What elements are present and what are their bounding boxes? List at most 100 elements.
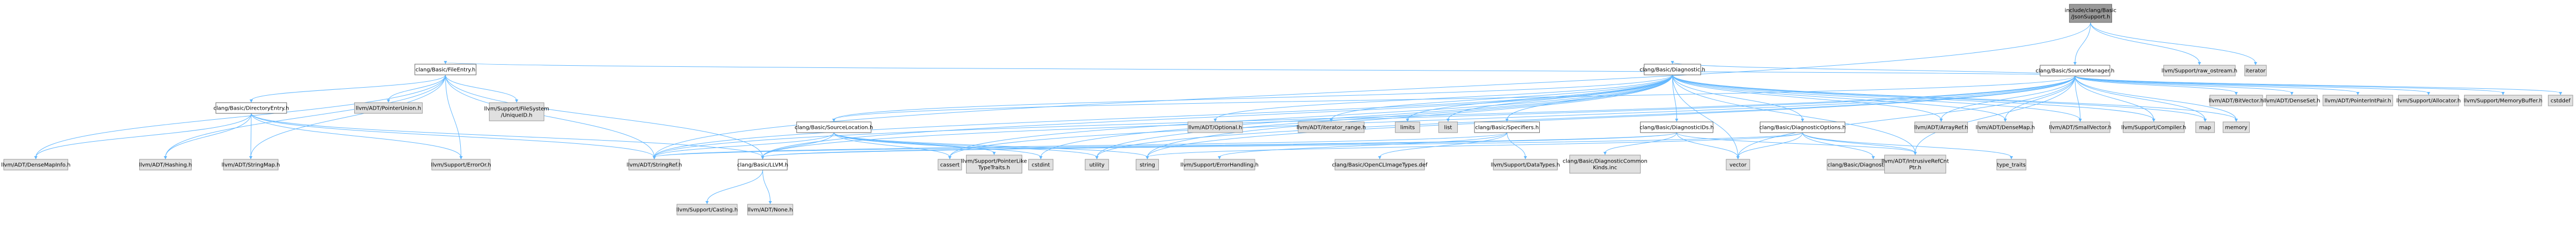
- edge-srcloc-to-stringref: [654, 132, 834, 158]
- node-label-root: include/clang/Basic: [2065, 8, 2117, 14]
- node-llvmh[interactable]: clang/Basic/LLVM.h: [737, 159, 788, 171]
- node-label-openclimage: clang/Basic/OpenCLImageTypes.def: [1332, 163, 1428, 168]
- edge-fileentry-to-llvmh: [445, 74, 763, 158]
- edge-arrowhead-srcloc-to-cstdint: [1039, 156, 1043, 159]
- node-uniqueid: llvm/Support/FileSystem/UniqueID.h: [484, 102, 550, 121]
- node-label-ptrliketraits: llvm/Support/PointerLike: [961, 159, 1027, 165]
- node-label-iterrange: llvm/ADT/iterator_range.h: [1297, 125, 1366, 131]
- node-label-cstdint: cstdint: [1032, 163, 1050, 168]
- edge-arrowhead-diagopts-to-intrusive: [1913, 152, 1917, 155]
- edge-diag-to-arrayref: [1672, 74, 1942, 120]
- edge-llvmh-to-casting: [707, 169, 763, 203]
- edge-specifiers-to-stringref: [654, 132, 1508, 158]
- node-label-diagoptsdef: clang/Basic/DiagnosticOptions.def: [1828, 163, 1919, 168]
- node-label-diag: clang/Basic/Diagnostic.h: [1639, 67, 1705, 73]
- node-label-densemapinfo: llvm/ADT/DenseMapInfo.h: [1, 163, 71, 168]
- edge-diagopts-to-llvmh: [762, 132, 1803, 158]
- edge-srcmgr-to-llvmh: [762, 75, 2076, 158]
- node-casting: llvm/Support/Casting.h: [676, 204, 738, 215]
- edge-diagopts-to-vector: [1738, 132, 1803, 158]
- node-box-diagcommon: [1569, 155, 1641, 174]
- node-box-arrayref: [1914, 121, 1968, 133]
- edge-diagids-to-intrusive: [1676, 132, 1916, 153]
- node-label-root: /JsonSupport.h: [2071, 14, 2110, 20]
- node-box-iterrange: [1298, 121, 1365, 133]
- node-box-limits: [1395, 121, 1420, 133]
- node-hashing: llvm/ADT/Hashing.h: [139, 159, 192, 171]
- edge-direntry-to-hashing: [165, 113, 252, 158]
- edge-direntry-to-llvmh: [251, 113, 763, 158]
- edge-arrowhead-srcmgr-to-allocator: [2427, 92, 2430, 95]
- node-label-uniqueid: llvm/Support/FileSystem: [484, 106, 550, 112]
- node-label-cstddef: cstddef: [2551, 98, 2571, 104]
- node-box-densemapinfo: [3, 159, 69, 171]
- node-label-bitvector: llvm/ADT/BitVector.h: [2208, 98, 2264, 104]
- node-box-diagopts: [1759, 121, 1846, 133]
- node-label-stringref: llvm/ADT/StringRef.h: [626, 163, 682, 168]
- edge-arrowhead-root-to-iterator: [2253, 62, 2257, 65]
- node-label-membuf: llvm/Support/MemoryBuffer.h: [2463, 98, 2542, 104]
- node-label-typetraits: type_traits: [1997, 163, 2025, 168]
- node-box-rawos: [2163, 65, 2236, 76]
- node-label-uniqueid: /UniqueID.h: [501, 113, 533, 119]
- node-srcmgr[interactable]: clang/Basic/SourceManager.h: [2035, 65, 2114, 76]
- node-label-none: llvm/ADT/None.h: [747, 207, 792, 213]
- edge-arrowhead-diag-to-srcloc: [832, 119, 836, 122]
- edge-direntry-to-erroror: [251, 113, 461, 158]
- edge-srcmgr-to-diag: [1672, 61, 2076, 76]
- node-box-none: [747, 204, 793, 215]
- node-label-specifiers: clang/Basic/Specifiers.h: [1475, 125, 1539, 131]
- edge-specifiers-to-errhandling: [1219, 132, 1508, 158]
- edge-arrowhead-fileentry-to-ptrunion: [386, 99, 390, 103]
- edge-arrowhead-srcmgr-to-fileentry: [444, 61, 447, 64]
- node-srcloc[interactable]: clang/Basic/SourceLocation.h: [795, 121, 873, 133]
- node-diagopts[interactable]: clang/Basic/DiagnosticOptions.h: [1759, 121, 1846, 133]
- edge-arrowhead-llvmh-to-casting: [705, 201, 709, 204]
- node-label-intrusive: llvm/ADT/IntrusiveRefCnt: [1882, 159, 1949, 165]
- edge-arrowhead-diag-to-iterrange: [1329, 119, 1333, 122]
- edge-diag-to-cassert: [949, 74, 1673, 158]
- edge-diagids-to-llvmh: [762, 132, 1677, 158]
- node-root[interactable]: include/clang/Basic/JsonSupport.h: [2065, 4, 2117, 23]
- node-optional: llvm/ADT/Optional.h: [1187, 121, 1243, 133]
- node-label-utility: utility: [1089, 163, 1105, 168]
- node-label-casting: llvm/Support/Casting.h: [676, 207, 738, 213]
- node-fileentry[interactable]: clang/Basic/FileEntry.h: [414, 64, 477, 75]
- edge-root-to-stringref: [654, 22, 2091, 158]
- node-box-errhandling: [1184, 159, 1255, 171]
- node-label-string: string: [1140, 163, 1155, 168]
- node-box-optional: [1187, 121, 1243, 133]
- edge-arrowhead-direntry-to-hashing: [163, 156, 167, 159]
- edge-arrowhead-diagopts-to-vector: [1736, 156, 1740, 159]
- node-rawos: llvm/Support/raw_ostream.h: [2161, 65, 2237, 76]
- edge-fileentry-to-erroror: [445, 74, 461, 158]
- node-box-datatypes: [1493, 159, 1558, 171]
- edge-fileentry-to-ptrunion: [388, 74, 446, 101]
- edge-arrowhead-diagopts-to-string: [1145, 156, 1149, 159]
- node-label-ptrintpair: llvm/ADT/PointerIntPair.h: [2325, 98, 2391, 104]
- edge-diag-to-compiler: [1672, 74, 2154, 120]
- edge-arrowhead-srcmgr-to-diag: [1671, 61, 1674, 64]
- node-box-utility: [1084, 159, 1109, 171]
- node-ptrunion: llvm/ADT/PointerUnion.h: [354, 102, 423, 114]
- node-box-stringref: [628, 159, 680, 171]
- edge-srcmgr-to-compiler: [2075, 75, 2154, 120]
- node-label-densemap: llvm/ADT/DenseMap.h: [1975, 125, 2035, 131]
- edge-arrowhead-direntry-to-stringmap: [249, 156, 253, 159]
- edge-diag-to-srcloc: [833, 74, 1673, 120]
- node-diagids[interactable]: clang/Basic/DiagnosticIDs.h: [1639, 121, 1714, 133]
- node-erroror: llvm/Support/ErrorOr.h: [431, 159, 491, 171]
- node-densemap: llvm/ADT/DenseMap.h: [1975, 121, 2035, 133]
- edge-root-to-rawos: [2090, 22, 2200, 64]
- edge-specifiers-to-datatypes: [1507, 132, 1526, 158]
- node-box-iterator: [2244, 65, 2267, 76]
- node-box-fileentry: [414, 64, 477, 75]
- node-box-smallvector: [2050, 121, 2110, 133]
- node-specifiers[interactable]: clang/Basic/Specifiers.h: [1474, 121, 1540, 133]
- edge-srcmgr-to-bitvector: [2075, 75, 2237, 94]
- edge-fileentry-to-stringmap: [250, 74, 446, 158]
- node-direntry[interactable]: clang/Basic/DirectoryEntry.h: [213, 102, 289, 114]
- edge-srcmgr-to-fileentry: [445, 61, 2076, 76]
- edge-root-to-iterator: [2090, 22, 2256, 64]
- node-diag[interactable]: clang/Basic/Diagnostic.h: [1639, 64, 1705, 75]
